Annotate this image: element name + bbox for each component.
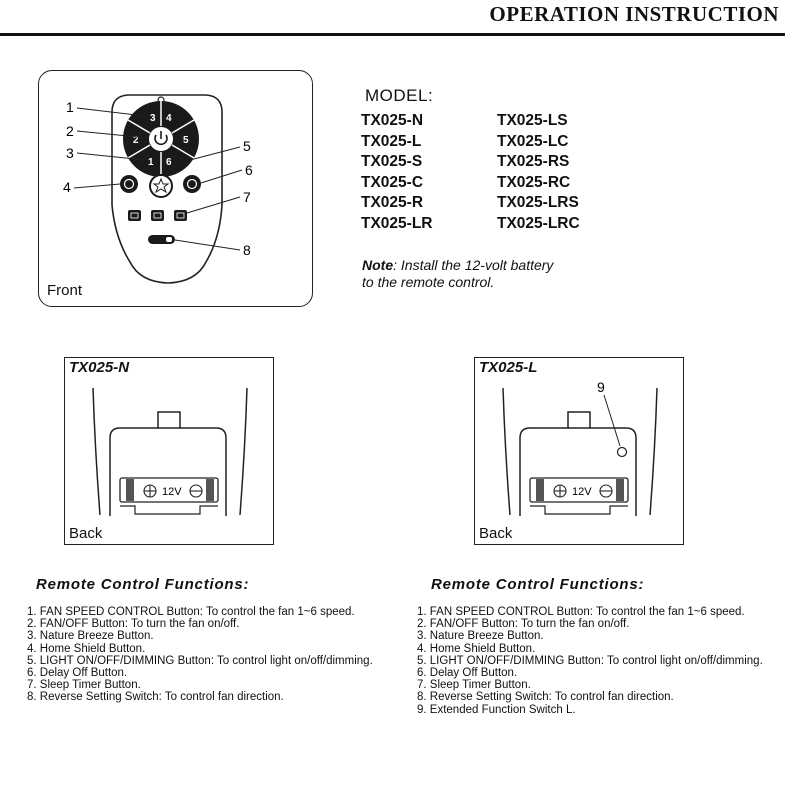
header-rule bbox=[0, 33, 785, 36]
list-item: 7. Sleep Timer Button. bbox=[417, 679, 531, 692]
list-item: 3. Nature Breeze Button. bbox=[417, 630, 544, 643]
list-item: 8. Reverse Setting Switch: To control fa… bbox=[417, 691, 674, 704]
back-right-frame bbox=[474, 357, 684, 545]
list-item: 2. FAN/OFF Button: To turn the fan on/of… bbox=[27, 618, 240, 631]
back-left-title: TX025-N bbox=[69, 359, 130, 376]
functions-left-list: 1. FAN SPEED CONTROL Button: To control … bbox=[27, 606, 377, 704]
list-item: 8. Reverse Setting Switch: To control fa… bbox=[27, 691, 284, 704]
list-item: 7. Sleep Timer Button. bbox=[27, 679, 141, 692]
model-item: TX025-LRS bbox=[497, 194, 579, 211]
note-text: : Install the 12-volt battery bbox=[393, 257, 554, 273]
model-title: MODEL: bbox=[365, 86, 434, 105]
model-item: TX025-C bbox=[361, 173, 424, 191]
functions-left-title: Remote Control Functions: bbox=[36, 576, 250, 593]
note-text-2: to the remote control. bbox=[362, 274, 495, 290]
model-item: TX025-LS bbox=[497, 112, 568, 129]
back-left-label: Back bbox=[69, 525, 103, 542]
list-item: 4. Home Shield Button. bbox=[417, 642, 536, 655]
back-right-label: Back bbox=[479, 525, 513, 542]
model-list-right: TX025-LS TX025-LC TX025-RS TX025-RC TX02… bbox=[497, 111, 580, 234]
list-item: 4. Home Shield Button. bbox=[27, 642, 146, 655]
front-label: Front bbox=[47, 282, 83, 299]
list-item: 1. FAN SPEED CONTROL Button: To control … bbox=[417, 606, 745, 618]
list-item: 6. Delay Off Button. bbox=[417, 667, 518, 680]
model-item: TX025-N bbox=[361, 112, 424, 129]
model-item: TX025-R bbox=[361, 194, 424, 211]
list-item: 6. Delay Off Button. bbox=[27, 667, 128, 680]
list-item: 2. FAN/OFF Button: To turn the fan on/of… bbox=[417, 618, 630, 631]
list-item: 5. LIGHT ON/OFF/DIMMING Button: To contr… bbox=[417, 654, 763, 667]
model-item: TX025-S bbox=[361, 153, 423, 170]
list-item: 5. LIGHT ON/OFF/DIMMING Button: To contr… bbox=[27, 654, 373, 667]
model-list-left: TX025-N TX025-L TX025-S TX025-C TX025-R … bbox=[361, 111, 433, 234]
front-figure-frame bbox=[38, 70, 313, 307]
model-item: TX025-LR bbox=[361, 214, 433, 232]
model-item: TX025-RS bbox=[497, 153, 570, 170]
page-title: OPERATION INSTRUCTION bbox=[489, 2, 779, 26]
note-label: Note bbox=[362, 257, 394, 273]
model-item: TX025-L bbox=[361, 132, 422, 150]
list-item: 3. Nature Breeze Button. bbox=[27, 630, 154, 643]
functions-right-title: Remote Control Functions: bbox=[431, 576, 645, 593]
back-left-frame bbox=[64, 357, 274, 545]
list-item: 9. Extended Function Switch L. bbox=[417, 703, 576, 716]
model-item: TX025-RC bbox=[497, 173, 571, 191]
battery-note: Note: Install the 12-volt battery to the… bbox=[362, 257, 553, 291]
back-right-title: TX025-L bbox=[479, 359, 538, 376]
list-item: 1. FAN SPEED CONTROL Button: To control … bbox=[27, 606, 355, 618]
model-item: TX025-LC bbox=[497, 132, 569, 150]
model-item: TX025-LRC bbox=[497, 214, 580, 232]
functions-right-list: 1. FAN SPEED CONTROL Button: To control … bbox=[417, 606, 769, 716]
